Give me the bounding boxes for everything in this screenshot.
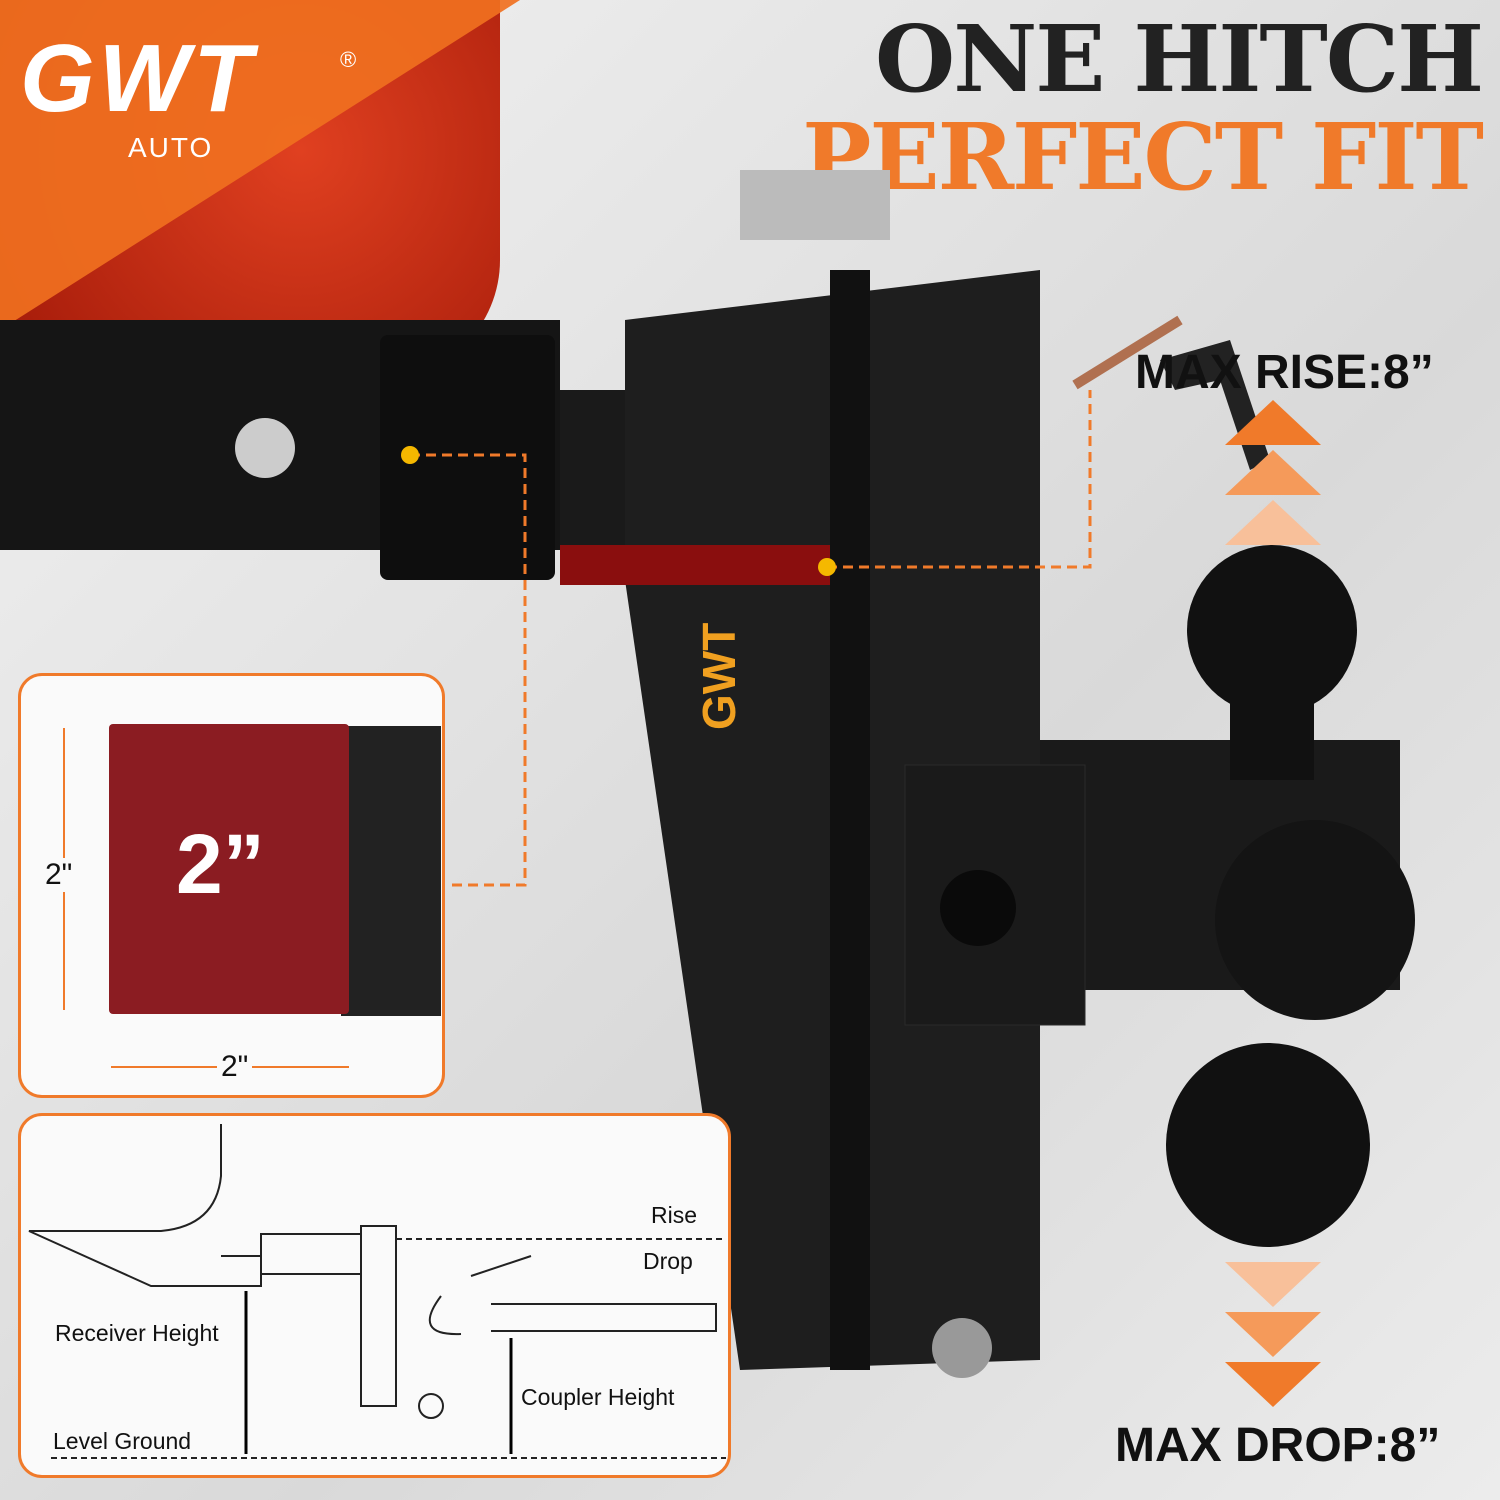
headline-line2: PERFECT FIT xyxy=(802,103,1484,211)
drop-label: Drop xyxy=(643,1248,693,1274)
receiver-size-label: 2” xyxy=(176,817,265,911)
receiver-face xyxy=(109,724,349,1014)
height-diagram-panel: Rise Drop Receiver Height Coupler Height… xyxy=(18,1113,731,1478)
rise-label: Rise xyxy=(651,1202,698,1228)
receiver-tube xyxy=(341,726,441,1016)
level-ground-label: Level Ground xyxy=(53,1428,192,1454)
receiver-height-label: Receiver Height xyxy=(55,1320,219,1346)
max-drop-label: MAX DROP:8” xyxy=(1115,1419,1441,1472)
coupler-height-label: Coupler Height xyxy=(521,1384,675,1410)
height-label: 2" xyxy=(45,858,73,892)
hitch-illustration: GWT xyxy=(0,170,1415,1378)
max-rise-label: MAX RISE:8” xyxy=(1135,346,1434,399)
brand-sub: AUTO xyxy=(128,132,214,163)
brand-logo: GWT xyxy=(20,25,256,132)
drop-chevrons-icon xyxy=(1225,1262,1321,1407)
rise-chevrons-icon xyxy=(1225,400,1321,545)
hitch-diagram xyxy=(28,1124,726,1459)
registered-mark: ® xyxy=(340,47,357,72)
width-label: 2" xyxy=(217,1050,253,1084)
logo-band xyxy=(0,0,520,330)
headline-line1: ONE HITCH xyxy=(875,5,1484,113)
receiver-size-panel: 2” 2" 2" xyxy=(18,673,445,1098)
hitch-brand-mark: GWT xyxy=(693,623,745,730)
